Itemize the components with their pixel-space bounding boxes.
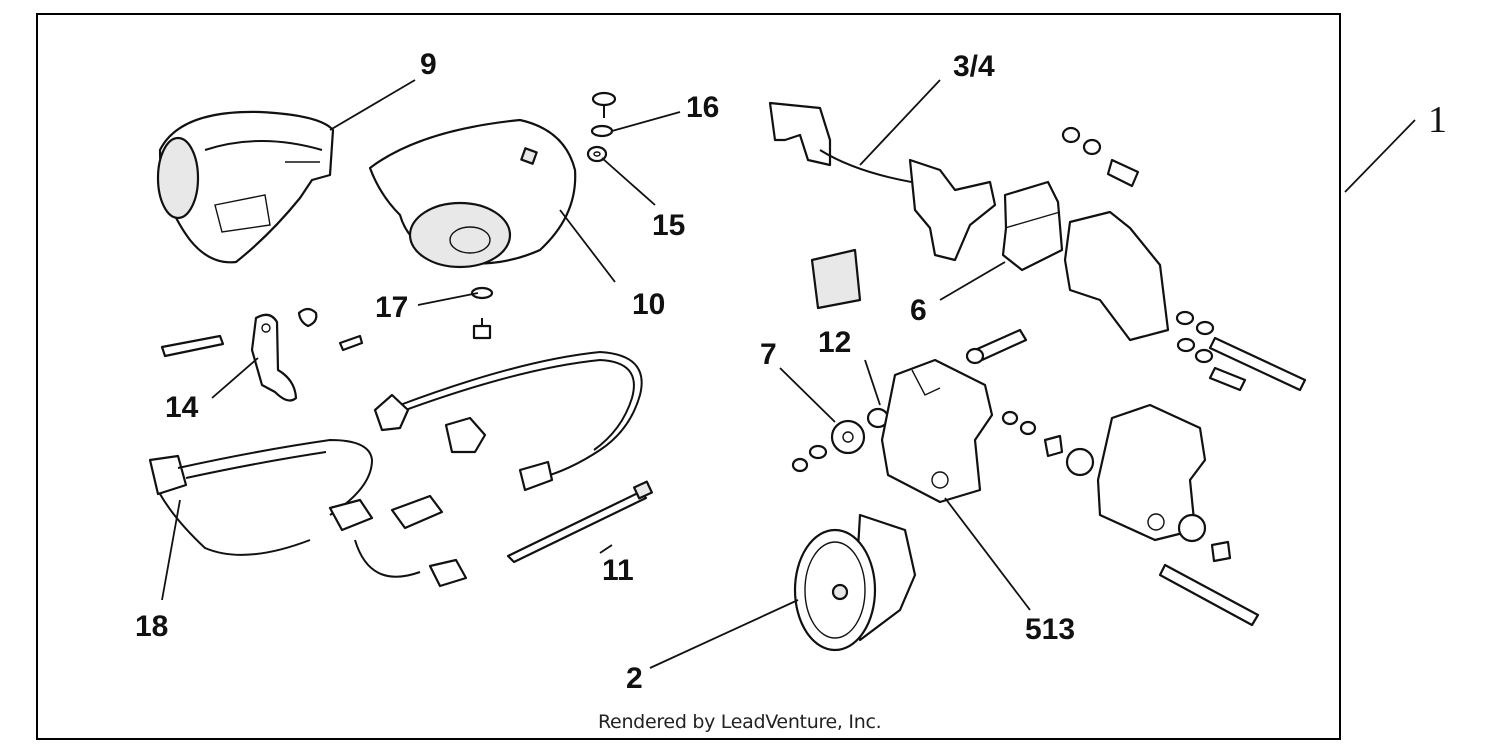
leader-lines: [161, 79, 1416, 669]
callout-11: 11: [602, 554, 634, 587]
part-10-lamp-housing: [368, 118, 577, 269]
callout-17: 17: [375, 291, 409, 324]
credit-text: Rendered by LeadVenture, Inc.: [598, 711, 882, 733]
part-2-lamp-unit: [793, 513, 917, 652]
callout-3-4: 3/4: [953, 50, 995, 83]
callout-12: 12: [818, 326, 852, 359]
part-17-washer-bolt: [470, 286, 494, 340]
part-7-knob: [791, 407, 890, 473]
part-11-cable-tie: [506, 480, 653, 564]
part-upper-mount: [1061, 126, 1307, 392]
part-14-bracket: [160, 307, 364, 402]
callout-16: 16: [686, 91, 720, 124]
callout-15: 15: [652, 209, 686, 242]
part-3-4-stay: [768, 101, 997, 262]
part-15-grommet: [586, 145, 608, 163]
callout-1: 1: [1428, 99, 1447, 141]
diagram-frame: [36, 13, 1341, 740]
callout-14: 14: [165, 391, 199, 424]
part-5-13-adjuster: [880, 328, 1095, 504]
part-9-housing-cover: [156, 110, 335, 264]
callout-18: 18: [135, 610, 169, 643]
part-12-pad: [810, 248, 862, 310]
part-18-wire-harness: [148, 350, 643, 588]
part-6-bracket: [1001, 180, 1064, 272]
callout-513: 513: [1025, 613, 1076, 646]
part-16-screw: [590, 91, 617, 138]
callout-9: 9: [420, 48, 437, 81]
callout-10: 10: [632, 288, 666, 321]
callout-6: 6: [910, 294, 927, 327]
callout-2: 2: [626, 662, 643, 695]
part-adjuster-block-right: [1096, 403, 1260, 627]
callout-7: 7: [760, 338, 777, 371]
